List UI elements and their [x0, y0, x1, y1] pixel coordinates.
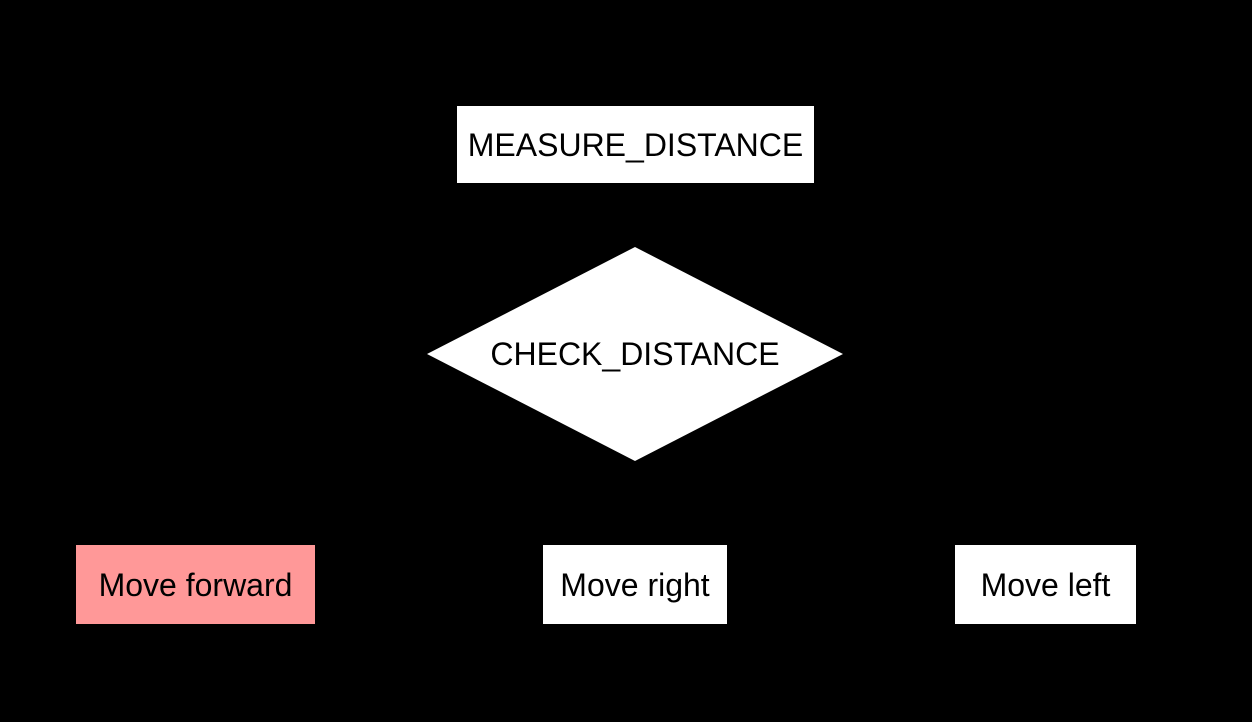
- node-move-right-label: Move right: [560, 566, 710, 603]
- node-measure-distance: MEASURE_DISTANCE: [457, 106, 814, 183]
- node-measure-distance-label: MEASURE_DISTANCE: [467, 126, 804, 163]
- node-move-left: Move left: [955, 545, 1136, 624]
- node-check-distance-label: CHECK_DISTANCE: [490, 336, 780, 372]
- node-move-forward-label: Move forward: [98, 566, 293, 603]
- node-check-distance-diamond: CHECK_DISTANCE: [427, 247, 843, 461]
- node-move-forward-highlighted: Move forward: [76, 545, 315, 624]
- node-move-right: Move right: [543, 545, 727, 624]
- node-move-left-label: Move left: [980, 566, 1111, 603]
